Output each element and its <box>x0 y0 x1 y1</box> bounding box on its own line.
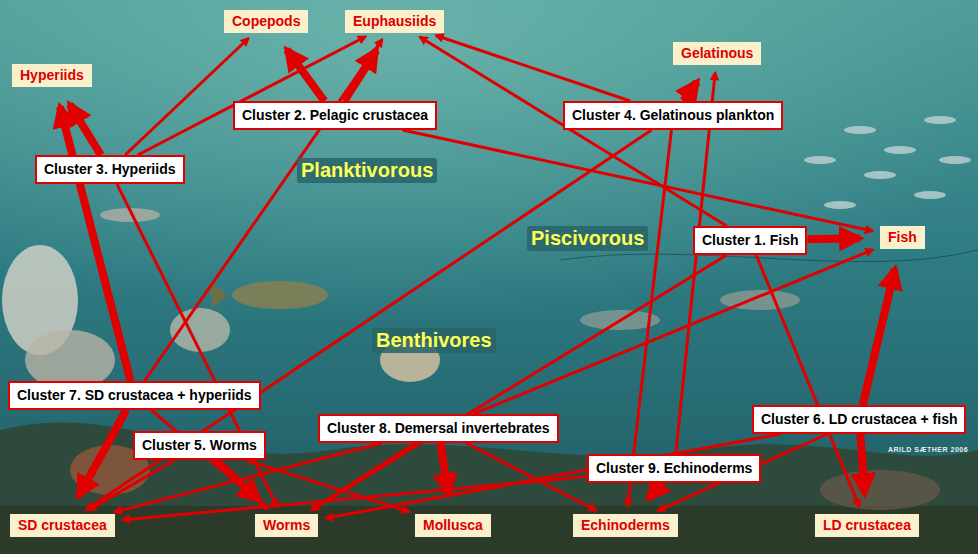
prey-group-box: Gelatinous <box>673 42 761 65</box>
prey-group-box: Euphausiids <box>345 10 444 33</box>
feeding-arrow <box>436 35 630 101</box>
feeding-arrow <box>402 130 872 231</box>
cluster-box: Cluster 9. Echinoderms <box>587 454 761 483</box>
feeding-arrow <box>344 50 376 101</box>
feeding-arrow <box>474 250 873 414</box>
fish-body <box>232 281 328 309</box>
cluster-box: Cluster 6. LD crustacea + fish <box>752 405 966 434</box>
node-text: Hyperiids <box>20 67 84 84</box>
cluster-box: Cluster 7. SD crustacea + hyperiids <box>8 381 261 410</box>
feeding-guild-label: Planktivorous <box>297 158 437 183</box>
prey-group-box: SD crustacea <box>10 514 115 537</box>
node-text: Cluster 1. Fish <box>702 232 798 249</box>
cluster-box: Cluster 2. Pelagic crustacea <box>233 101 437 130</box>
feeding-arrow <box>86 130 652 510</box>
feeding-arrow <box>138 37 366 155</box>
fish <box>924 116 956 124</box>
node-text: Cluster 7. SD crustacea + hyperiids <box>17 387 252 404</box>
node-text: Mollusca <box>423 517 483 534</box>
node-text: Cluster 6. LD crustacea + fish <box>761 411 957 428</box>
cluster-box: Cluster 8. Demersal invertebrates <box>318 414 559 443</box>
fish <box>844 126 876 134</box>
feeding-arrow <box>125 38 248 155</box>
node-text: Cluster 8. Demersal invertebrates <box>327 420 550 437</box>
light-glow <box>0 0 978 400</box>
fish-tail <box>210 282 228 308</box>
seabed-band <box>0 506 978 554</box>
feeding-guild-label: Piscivorous <box>527 226 648 251</box>
feeding-arrow <box>683 82 697 101</box>
node-text: Fish <box>888 229 917 246</box>
node-text: Cluster 5. Worms <box>142 437 257 454</box>
feeding-arrow <box>807 238 859 239</box>
prey-group-box: Copepods <box>224 10 308 33</box>
feeding-arrow <box>863 269 895 405</box>
node-text: Gelatinous <box>681 45 753 62</box>
fish <box>804 156 836 164</box>
feeding-arrow <box>420 37 727 226</box>
prey-group-box: Echinoderms <box>573 514 678 537</box>
node-text: Cluster 4. Gelatinous plankton <box>572 107 774 124</box>
node-text: Euphausiids <box>353 13 436 30</box>
prey-group-box: Hyperiids <box>12 64 92 87</box>
feeding-arrow <box>649 483 662 498</box>
node-text: Copepods <box>232 13 300 30</box>
feeding-arrow <box>440 443 448 494</box>
feeding-arrow <box>117 184 278 507</box>
prey-group-box: Fish <box>880 226 925 249</box>
rock <box>820 470 940 510</box>
cluster-box: Cluster 3. Hyperiids <box>35 155 185 184</box>
prey-group-box: LD crustacea <box>815 514 919 537</box>
feeding-arrow <box>79 410 127 496</box>
node-text: Cluster 3. Hyperiids <box>44 161 176 178</box>
feeding-arrow <box>245 460 409 512</box>
feeding-arrow <box>326 434 781 518</box>
fish-school <box>804 116 971 209</box>
node-text: Echinoderms <box>581 517 670 534</box>
cluster-box: Cluster 5. Worms <box>133 431 266 460</box>
node-text: Cluster 2. Pelagic crustacea <box>242 107 428 124</box>
node-text: Worms <box>263 517 310 534</box>
feeding-arrow <box>60 107 131 381</box>
prey-group-box: Mollusca <box>415 514 491 537</box>
feeding-arrow <box>860 434 864 494</box>
fish <box>914 191 946 199</box>
fish <box>884 146 916 154</box>
prey-group-box: Worms <box>255 514 318 537</box>
node-text: LD crustacea <box>823 517 911 534</box>
fish <box>824 201 856 209</box>
cluster-box: Cluster 1. Fish <box>693 226 807 255</box>
feeding-guild-label: Benthivores <box>372 328 496 353</box>
feeding-arrow <box>89 460 175 510</box>
node-text: SD crustacea <box>18 517 107 534</box>
feeding-arrow <box>144 39 382 381</box>
cluster-box: Cluster 4. Gelatinous plankton <box>563 101 783 130</box>
node-text: Cluster 9. Echinoderms <box>596 460 752 477</box>
watermark: ARILD SÆTHER 2006 <box>888 446 968 453</box>
fish <box>939 156 971 164</box>
fish <box>864 171 896 179</box>
